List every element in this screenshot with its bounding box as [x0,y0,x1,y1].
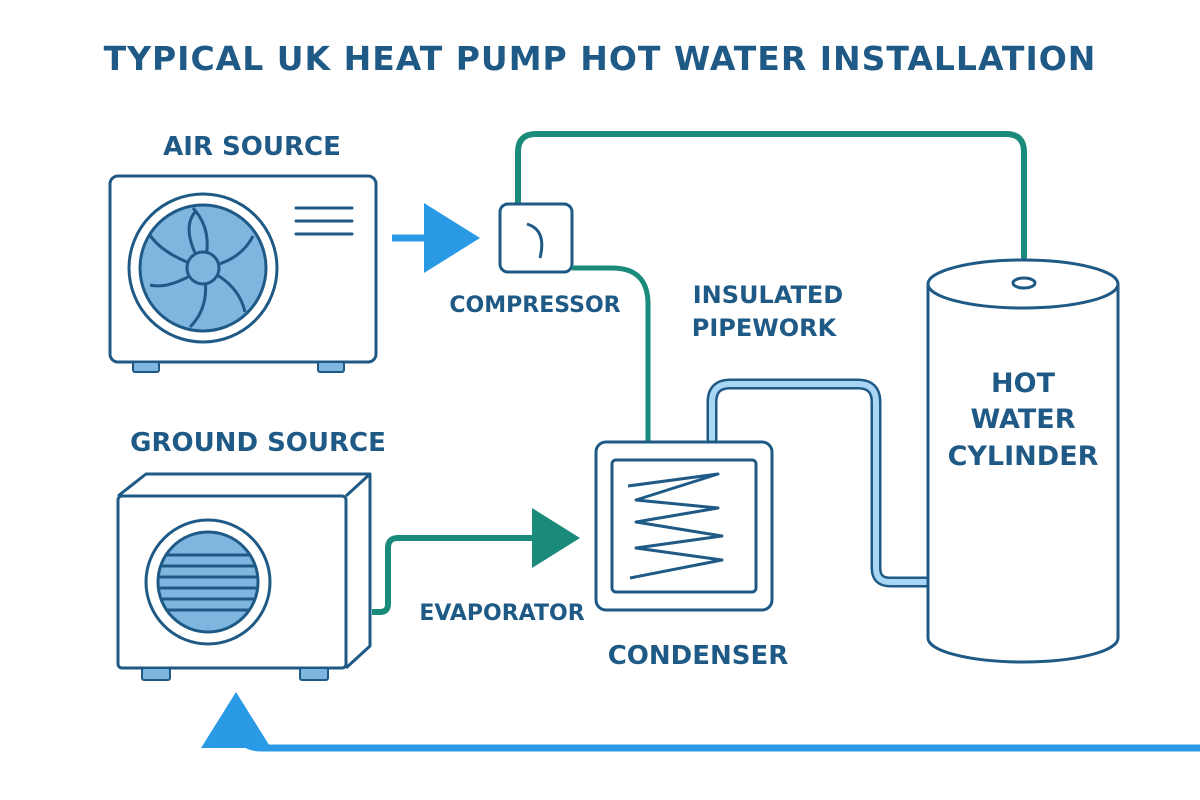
evaporator-to-condenser-arrow [372,508,580,615]
condenser-coil-icon [627,472,724,580]
condenser-unit [594,440,774,612]
air-unit-foot-left [132,361,160,373]
cylinder-label-line1: HOT [991,368,1056,399]
compressor-to-condenser-pipe [572,265,651,442]
compressor-label: COMPRESSOR [449,293,620,318]
vent-lines-icon [294,206,354,236]
compressor-unit [498,202,574,274]
air-unit-foot-right [317,361,345,373]
condenser-label: CONDENSER [608,641,789,671]
return-pipe-arrow [201,692,1200,752]
grille-icon [144,518,272,646]
ground-unit-foot-left [141,667,171,681]
ground-source-label: GROUND SOURCE [130,428,386,458]
air-source-unit [108,174,378,373]
compressor-to-cylinder-pipe [515,131,1027,280]
air-source-label: AIR SOURCE [163,132,341,162]
ground-source-unit [116,472,372,681]
cylinder-label-line3: CYLINDER [948,441,1099,472]
insulated-pipework-label-line1: INSULATED [693,281,843,309]
compressor-symbol-icon [526,222,544,259]
cylinder-inlet-icon [1011,276,1037,290]
evaporator-label: EVAPORATOR [419,601,584,626]
fan-icon [127,192,279,344]
cylinder-label-line2: WATER [970,404,1075,435]
hot-water-cylinder [926,258,1120,664]
ground-unit-foot-right [299,667,329,681]
insulated-pipework-label-line2: PIPEWORK [692,314,838,342]
diagram-title: TYPICAL UK HEAT PUMP HOT WATER INSTALLAT… [104,39,1097,78]
